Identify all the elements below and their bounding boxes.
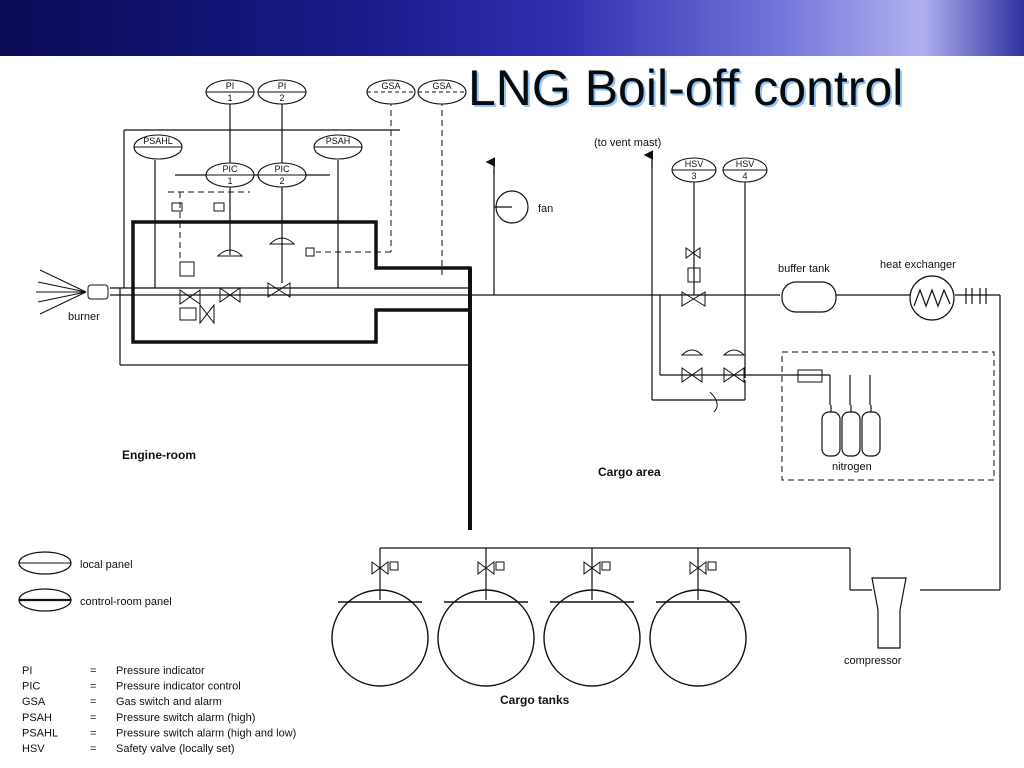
tank-valves xyxy=(371,561,717,575)
legend-abbr-text: Pressure switch alarm (high) xyxy=(116,712,255,724)
cargo-tank xyxy=(437,589,535,687)
legend-abbr-sep: = xyxy=(90,712,96,724)
gsa2-tag: GSA xyxy=(432,81,451,91)
pic1-num: 1 xyxy=(227,176,232,186)
pi2-num: 2 xyxy=(279,93,284,103)
legend-abbr-abbr: GSA xyxy=(22,696,46,708)
heat-exchanger-label: heat exchanger xyxy=(880,259,956,271)
legend-abbr-text: Safety valve (locally set) xyxy=(116,743,235,755)
heat-exchanger xyxy=(909,275,987,321)
legend-abbr-text: Pressure indicator xyxy=(116,665,205,677)
cargo-tanks-label: Cargo tanks xyxy=(500,693,570,707)
fan-symbol xyxy=(495,190,529,224)
engine-room-label: Engine-room xyxy=(122,448,196,462)
legend-abbr-sep: = xyxy=(90,696,96,708)
instrument-bubbles xyxy=(133,79,768,188)
legend: local panel control-room panel PI = Pressu… xyxy=(18,551,296,755)
psahl-tag: PSAHL xyxy=(143,136,173,146)
header-banner xyxy=(0,0,1024,56)
legend-abbr-sep: = xyxy=(90,665,96,677)
legend-abbr-abbr: PSAH xyxy=(22,712,52,724)
pic1-tag: PIC xyxy=(222,164,238,174)
gsa1-tag: GSA xyxy=(381,81,400,91)
legend-abbr-text: Pressure switch alarm (high and low) xyxy=(116,727,296,739)
engine-room-valves xyxy=(171,202,315,325)
compressor-label: compressor xyxy=(844,655,902,667)
hsv4-num: 4 xyxy=(742,171,747,181)
buffer-tank-label: buffer tank xyxy=(778,263,830,275)
page-title: LNG Boil-off control xyxy=(468,60,904,116)
cargo-tanks xyxy=(331,589,747,687)
legend-abbr-abbr: PI xyxy=(22,665,32,677)
legend-abbr-sep: = xyxy=(90,727,96,739)
pi2-tag: PI xyxy=(278,81,287,91)
hsv3-num: 3 xyxy=(691,171,696,181)
fan-label: fan xyxy=(538,203,553,215)
pic2-num: 2 xyxy=(279,176,284,186)
cargo-tank xyxy=(331,589,429,687)
psah-tag: PSAH xyxy=(326,136,351,146)
main-gas-line xyxy=(110,100,1001,600)
cargo-area-label: Cargo area xyxy=(598,465,661,479)
legend-abbr-abbr: PSAHL xyxy=(22,727,58,739)
cargo-area-valves xyxy=(680,247,823,413)
nitrogen-label: nitrogen xyxy=(832,461,872,473)
legend-abbr-text: Pressure indicator control xyxy=(116,681,241,693)
burner-icon xyxy=(36,269,109,315)
hsv3-tag: HSV xyxy=(685,159,704,169)
cargo-tank xyxy=(649,589,747,687)
pi1-tag: PI xyxy=(226,81,235,91)
legend-abbr-text: Gas switch and alarm xyxy=(116,696,222,708)
signal-lines xyxy=(168,100,995,481)
legend-abbr-abbr: PIC xyxy=(22,681,40,693)
cargo-tank xyxy=(543,589,641,687)
nitrogen-bottles xyxy=(821,405,881,457)
compressor-symbol xyxy=(871,577,907,649)
legend-abbr-sep: = xyxy=(90,743,96,755)
legend-control-room-panel: control-room panel xyxy=(80,596,172,608)
legend-local-panel: local panel xyxy=(80,559,133,571)
legend-abbr-abbr: HSV xyxy=(22,743,45,755)
legend-abbr-sep: = xyxy=(90,681,96,693)
pi1-num: 1 xyxy=(227,93,232,103)
vent-label: (to vent mast) xyxy=(594,137,661,149)
burner-label: burner xyxy=(68,311,100,323)
pic2-tag: PIC xyxy=(274,164,290,174)
buffer-tank xyxy=(781,281,837,313)
hsv4-tag: HSV xyxy=(736,159,755,169)
engine-room-enclosure xyxy=(131,220,472,344)
